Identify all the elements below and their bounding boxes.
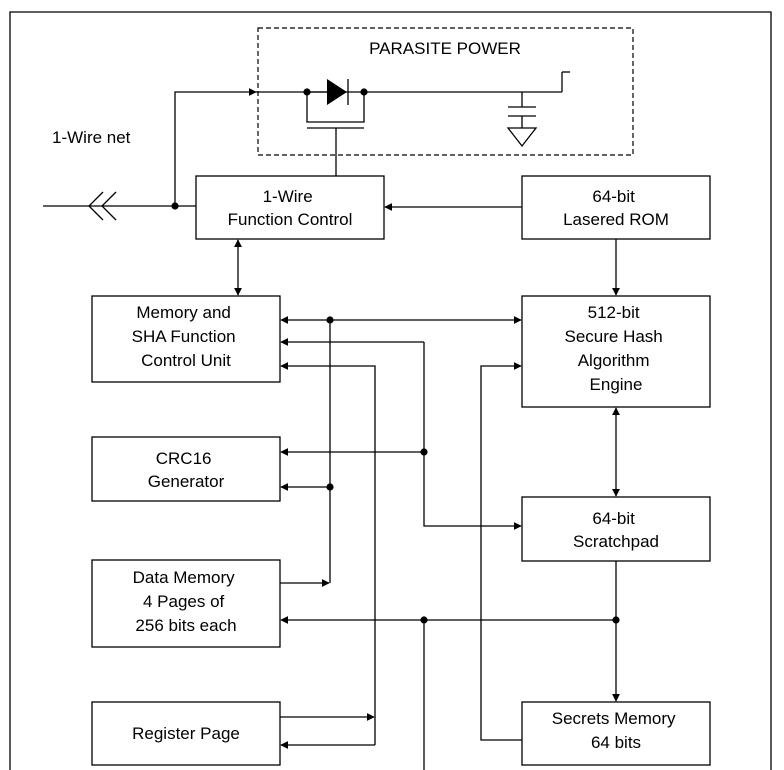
- secrets-to-sha: [480, 362, 522, 741]
- secrets-memory-box: [521, 701, 711, 766]
- register-page-box: [91, 701, 281, 766]
- lasered-rom-box: [521, 175, 711, 240]
- register-bus: [280, 362, 376, 745]
- outer-frame: [9, 11, 772, 770]
- control-scratchpad-bus: [423, 342, 522, 530]
- junction-dot: [360, 88, 368, 96]
- junction-dot: [326, 316, 334, 324]
- sha-engine-label: 512-bit Secure Hash Algorithm Engine: [564, 303, 667, 394]
- net-connector-icon: [88, 191, 117, 221]
- parasite-power-label: PARASITE POWER: [369, 39, 521, 58]
- data-memory-box: [91, 559, 281, 648]
- register-page-label: Register Page: [132, 724, 240, 743]
- sha-engine-box: [521, 295, 711, 408]
- ground-icon: [506, 127, 538, 148]
- net-to-diode: [174, 88, 257, 206]
- crc16-label: CRC16 Generator: [148, 449, 225, 491]
- lasered-rom-label: 64-bit Lasered ROM: [563, 187, 669, 229]
- secrets-memory-label: Secrets Memory 64 bits: [552, 709, 680, 752]
- scratchpad-box: [521, 496, 711, 562]
- scratchpad-label: 64-bit Scratchpad: [573, 509, 659, 551]
- transistor-icon: [306, 92, 365, 176]
- net-label: 1-Wire net: [52, 128, 131, 147]
- memory-sha-control-label: Memory and SHA Function Control Unit: [132, 303, 241, 370]
- memory-sha-control-box: [91, 295, 281, 383]
- crc16-box: [91, 436, 281, 502]
- function-control-box: [195, 175, 385, 240]
- data-memory-label: Data Memory 4 Pages of 256 bits each: [133, 568, 240, 635]
- capacitor-icon: [508, 92, 536, 128]
- function-control-label: 1-Wire Function Control: [228, 187, 353, 229]
